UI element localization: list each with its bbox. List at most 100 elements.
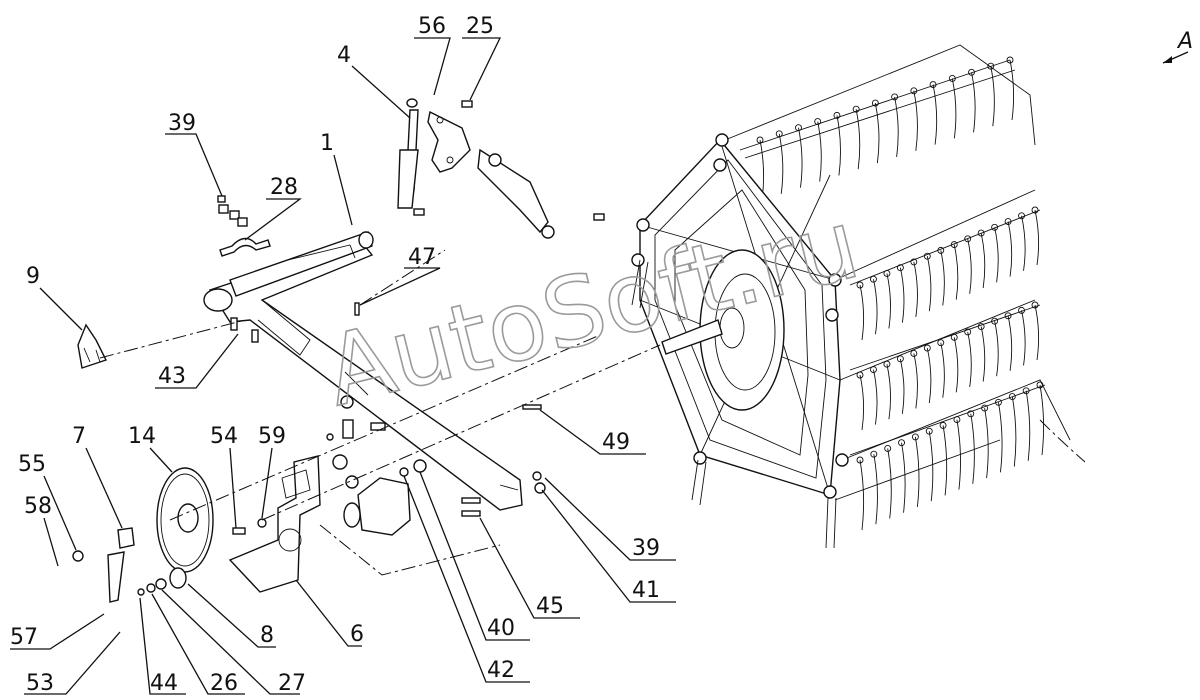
tine-coil	[1004, 312, 1012, 320]
reel-tine	[1039, 384, 1045, 456]
reel-tine	[951, 78, 957, 139]
tine-coil	[852, 105, 860, 113]
reel-tine	[994, 227, 999, 283]
tine-coil	[870, 450, 878, 458]
tine-coil	[1031, 301, 1039, 309]
reel-tine	[1034, 209, 1040, 266]
tine-coil	[950, 333, 958, 341]
tine-coil	[1031, 206, 1039, 214]
sprocket-14	[156, 467, 214, 573]
reel-tine	[887, 448, 892, 519]
tine-coil	[795, 124, 802, 132]
reel-tine	[926, 347, 932, 404]
callout-25: 25	[466, 14, 494, 39]
reel-tine	[990, 66, 995, 127]
reel-tine	[859, 459, 865, 531]
reel-tine	[913, 261, 918, 317]
reel-tine	[956, 419, 961, 490]
reel-tine	[980, 326, 986, 382]
callout-27: 27	[278, 671, 306, 696]
tine-coil	[950, 241, 958, 249]
callout-54: 54	[210, 424, 238, 449]
tine-coil	[981, 404, 989, 412]
reel-tine	[953, 244, 959, 300]
callout-45: 45	[536, 594, 564, 619]
tine-coil	[898, 439, 905, 447]
reel-tine	[970, 413, 975, 484]
reel-tine	[859, 284, 865, 341]
reel-tine	[1025, 390, 1031, 461]
tine-coil	[1004, 218, 1012, 225]
callout-6: 6	[350, 622, 364, 647]
reel-tine	[971, 72, 976, 133]
callout-40: 40	[487, 616, 515, 641]
reel-tine	[942, 425, 948, 496]
tine-coil	[953, 416, 961, 424]
callout-42: 42	[487, 658, 515, 683]
tine-coil	[923, 252, 931, 260]
reel-tine	[953, 337, 959, 393]
tine-coil	[814, 118, 822, 125]
reel-tine	[967, 238, 972, 294]
reel-tine	[928, 431, 934, 502]
tine-coil	[884, 445, 892, 452]
callout-7: 7	[72, 424, 86, 449]
reel-tine	[913, 90, 918, 151]
reel-tine	[873, 454, 878, 525]
reel-tine	[798, 127, 803, 188]
callout-39-lower: 39	[632, 536, 660, 561]
reel-tine	[940, 342, 945, 398]
callout-labels: 56 25 4 39 28 1 47 9 43 49 7 14	[10, 14, 676, 696]
tine-coil	[937, 246, 945, 254]
reel-tine	[1007, 221, 1013, 277]
tine-coil	[1018, 212, 1025, 220]
tine-coil	[1036, 381, 1044, 389]
reel-tine	[873, 279, 878, 335]
callout-56: 56	[418, 14, 446, 39]
tine-coil	[977, 229, 985, 237]
reel-assembly	[631, 44, 1189, 549]
reel-tine	[859, 374, 865, 431]
reel-tine	[894, 96, 899, 157]
tine-coil	[910, 350, 918, 357]
reel-tine	[984, 408, 989, 479]
clamp-and-nuts	[217, 195, 271, 257]
reel-tine	[899, 358, 905, 414]
tine-coil	[1006, 56, 1014, 64]
reel-tine	[980, 232, 986, 289]
tine-coil	[910, 87, 918, 95]
tine-coil	[925, 427, 933, 435]
callout-39-upper: 39	[168, 111, 196, 136]
reel-tine	[1021, 310, 1026, 366]
callout-8: 8	[260, 623, 274, 648]
support-bracket-6	[228, 455, 321, 593]
tine-coil	[991, 223, 999, 231]
reel-tine	[886, 273, 891, 329]
reel-tine	[914, 436, 920, 507]
callout-53: 53	[26, 671, 54, 696]
reel-tine	[1007, 315, 1013, 371]
tine-coil	[964, 328, 972, 336]
callout-26: 26	[210, 671, 238, 696]
callout-28: 28	[270, 175, 298, 200]
reel-tine	[994, 321, 999, 377]
tine-coil	[1018, 306, 1025, 314]
tine-coil	[1008, 393, 1016, 400]
alignment-lines	[99, 249, 661, 521]
tine-coil	[856, 281, 864, 289]
tine-coil	[883, 360, 891, 368]
reel-tine	[836, 115, 841, 176]
reel-tine	[940, 250, 945, 306]
tine-coil	[923, 344, 931, 352]
tine-coil	[775, 130, 783, 138]
reel-tine	[855, 109, 861, 170]
callout-44: 44	[150, 671, 178, 696]
cylinder-assembly	[397, 98, 605, 239]
callout-49: 49	[602, 430, 630, 455]
callout-55: 55	[18, 452, 46, 477]
reel-tine	[926, 256, 932, 312]
reel-tine	[1009, 59, 1015, 121]
callout-43: 43	[158, 364, 186, 389]
tine-coil	[891, 93, 899, 101]
reel-tine	[901, 442, 906, 513]
